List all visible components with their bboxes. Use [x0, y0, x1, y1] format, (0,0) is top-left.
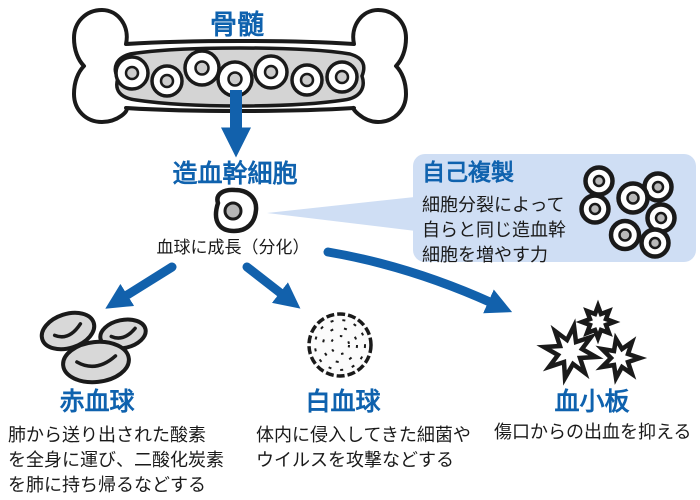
differentiation-note: 血球に成長（分化）	[156, 238, 310, 258]
platelets-icon	[536, 299, 648, 386]
self-renewal-title: 自己複製	[422, 160, 514, 186]
cell-cluster-icon	[579, 165, 677, 259]
bone-marrow-title: 骨髄	[210, 10, 264, 41]
white-blood-cell-label: 白血球	[305, 387, 381, 416]
platelet-label: 血小板	[554, 387, 630, 416]
white-blood-cell-icon	[307, 312, 373, 378]
red-blood-cell-description: 肺から送り出された酸素 を全身に運び、二酸化炭素 を肺に持ち帰るなどする	[8, 425, 224, 496]
bone-icon	[72, 8, 408, 124]
stem-cell-label: 造血幹細胞	[172, 159, 298, 188]
red-blood-cell-label: 赤血球	[59, 387, 135, 416]
white-blood-cell-description: 体内に侵入してきた細菌や ウイルスを攻撃などする	[256, 425, 471, 471]
platelet-description: 傷口からの出血を抑える	[494, 422, 692, 443]
stem-cell-icon	[213, 187, 259, 234]
callout-pointer	[267, 196, 424, 232]
self-renewal-description: 細胞分裂によって 自らと同じ造血幹 細胞を増やす力	[422, 195, 566, 266]
self-renewal-callout	[267, 154, 696, 262]
arrow-to-rbc	[105, 262, 177, 309]
branch-arrows	[105, 247, 513, 314]
red-blood-cells-icon	[39, 310, 148, 385]
arrow-to-wbc	[242, 262, 301, 309]
arrow-to-platelet	[323, 247, 513, 314]
